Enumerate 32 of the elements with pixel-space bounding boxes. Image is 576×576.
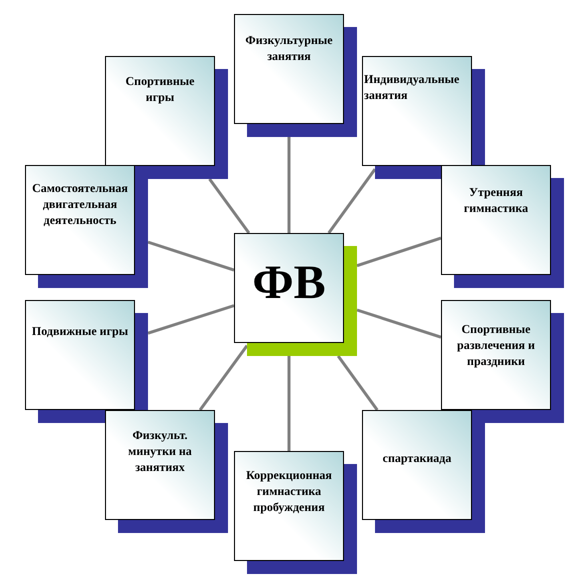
card-label: Физкульт. минутки на занятиях [127,427,193,475]
connector-line [198,344,248,411]
connector-line [356,308,442,339]
card-label: Самостоятельная двигательная деятельность [31,180,129,228]
card-label: спартакиада [382,450,452,466]
category-card [25,300,148,423]
category-card [105,56,228,179]
connector-line [148,240,234,272]
category-card [441,300,564,423]
category-card [105,410,228,533]
connector-line [288,356,290,451]
connector-line [356,236,442,268]
connector-line [336,355,378,411]
card-label: Индивидуальные занятия [364,71,460,103]
connector-line [288,137,290,233]
category-card [25,165,148,288]
hub-label: ФВ [252,259,326,307]
card-label: Подвижные игры [30,323,130,339]
connector-line [148,304,234,335]
card-label: Спортивные развлечения и праздники [456,321,536,369]
category-card [362,410,485,533]
category-card [362,56,485,179]
category-card [441,165,564,288]
category-card [234,14,357,137]
hub-card [234,233,357,356]
connector-line [208,178,250,234]
card-label: Спортивные игры [124,73,196,105]
card-label: Утренняя гимнастика [462,184,530,216]
category-card [234,451,357,574]
card-label: Коррекционная гимнастика пробуждения [245,467,333,515]
connector-line [328,168,376,234]
card-label: Физкультурные занятия [244,32,334,64]
